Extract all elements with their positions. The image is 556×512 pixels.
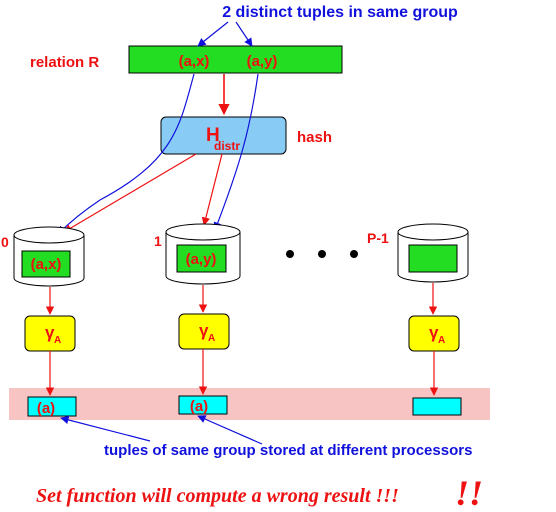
- processor-1-tuple: (a,y): [186, 251, 217, 268]
- conclusion-emphasis: !!: [455, 473, 483, 512]
- processor-1-tuple-box: [176, 244, 227, 273]
- route-ay-blue-arrow: [213, 73, 259, 231]
- processor-1-output-box: [178, 395, 228, 415]
- conclusion-text: Set function will compute a wrong result…: [36, 485, 399, 507]
- processor-0-tuple: (a,x): [31, 256, 62, 273]
- hash-symbol: H: [206, 125, 220, 146]
- hash-function-box: [160, 116, 287, 155]
- route-ax-blue-arrow: [57, 73, 195, 235]
- processor-1-id: 1: [154, 233, 162, 249]
- ellipsis-dot: [350, 250, 358, 258]
- processor-1-group-operator: [178, 313, 230, 350]
- relation-tuple-ax: (a,x): [179, 53, 210, 70]
- output-0-annotation-arrow: [60, 415, 151, 442]
- relation-r-bar: [128, 45, 343, 74]
- relation-tuple-ay: (a,y): [247, 53, 278, 70]
- hash-subscript: distr: [214, 139, 240, 153]
- ellipsis-dot: [318, 250, 326, 258]
- output-1-annotation-arrow: [197, 415, 263, 445]
- processor-0-id: 0: [1, 234, 9, 250]
- processor-1-output: (a): [190, 398, 208, 415]
- processor-p-1-gamma: γ: [429, 323, 439, 342]
- processor-0-tuple-box: [21, 250, 71, 278]
- processor-p-1-output-box: [412, 397, 462, 416]
- processor-p-1-tuple-box: [408, 244, 458, 273]
- processor-1-gamma: γ: [199, 321, 209, 340]
- processor-0-output: (a): [37, 400, 55, 417]
- processor-0-output-box: [27, 396, 77, 417]
- annotation-arrow-ax: [197, 21, 229, 47]
- route-hash-to-p1-arrow: [201, 153, 223, 226]
- duplicate-tuples-annotation: 2 distinct tuples in same group: [222, 4, 458, 21]
- processor-0-gamma-sub: A: [54, 335, 61, 346]
- processor-0-gamma: γ: [45, 323, 55, 342]
- processor-1-gamma-sub: A: [208, 333, 215, 344]
- relation-r-label: relation R: [30, 54, 99, 71]
- processor-p-1-gamma-sub: A: [438, 335, 445, 346]
- split-group-annotation: tuples of same group stored at different…: [104, 442, 472, 459]
- ellipsis-dot: [286, 250, 294, 258]
- annotation-arrow-ay: [235, 21, 253, 47]
- hash-label: hash: [297, 129, 332, 146]
- processor-p-1-id: P-1: [367, 230, 389, 246]
- route-hash-to-p0-arrow: [63, 153, 197, 233]
- result-band: [9, 388, 490, 420]
